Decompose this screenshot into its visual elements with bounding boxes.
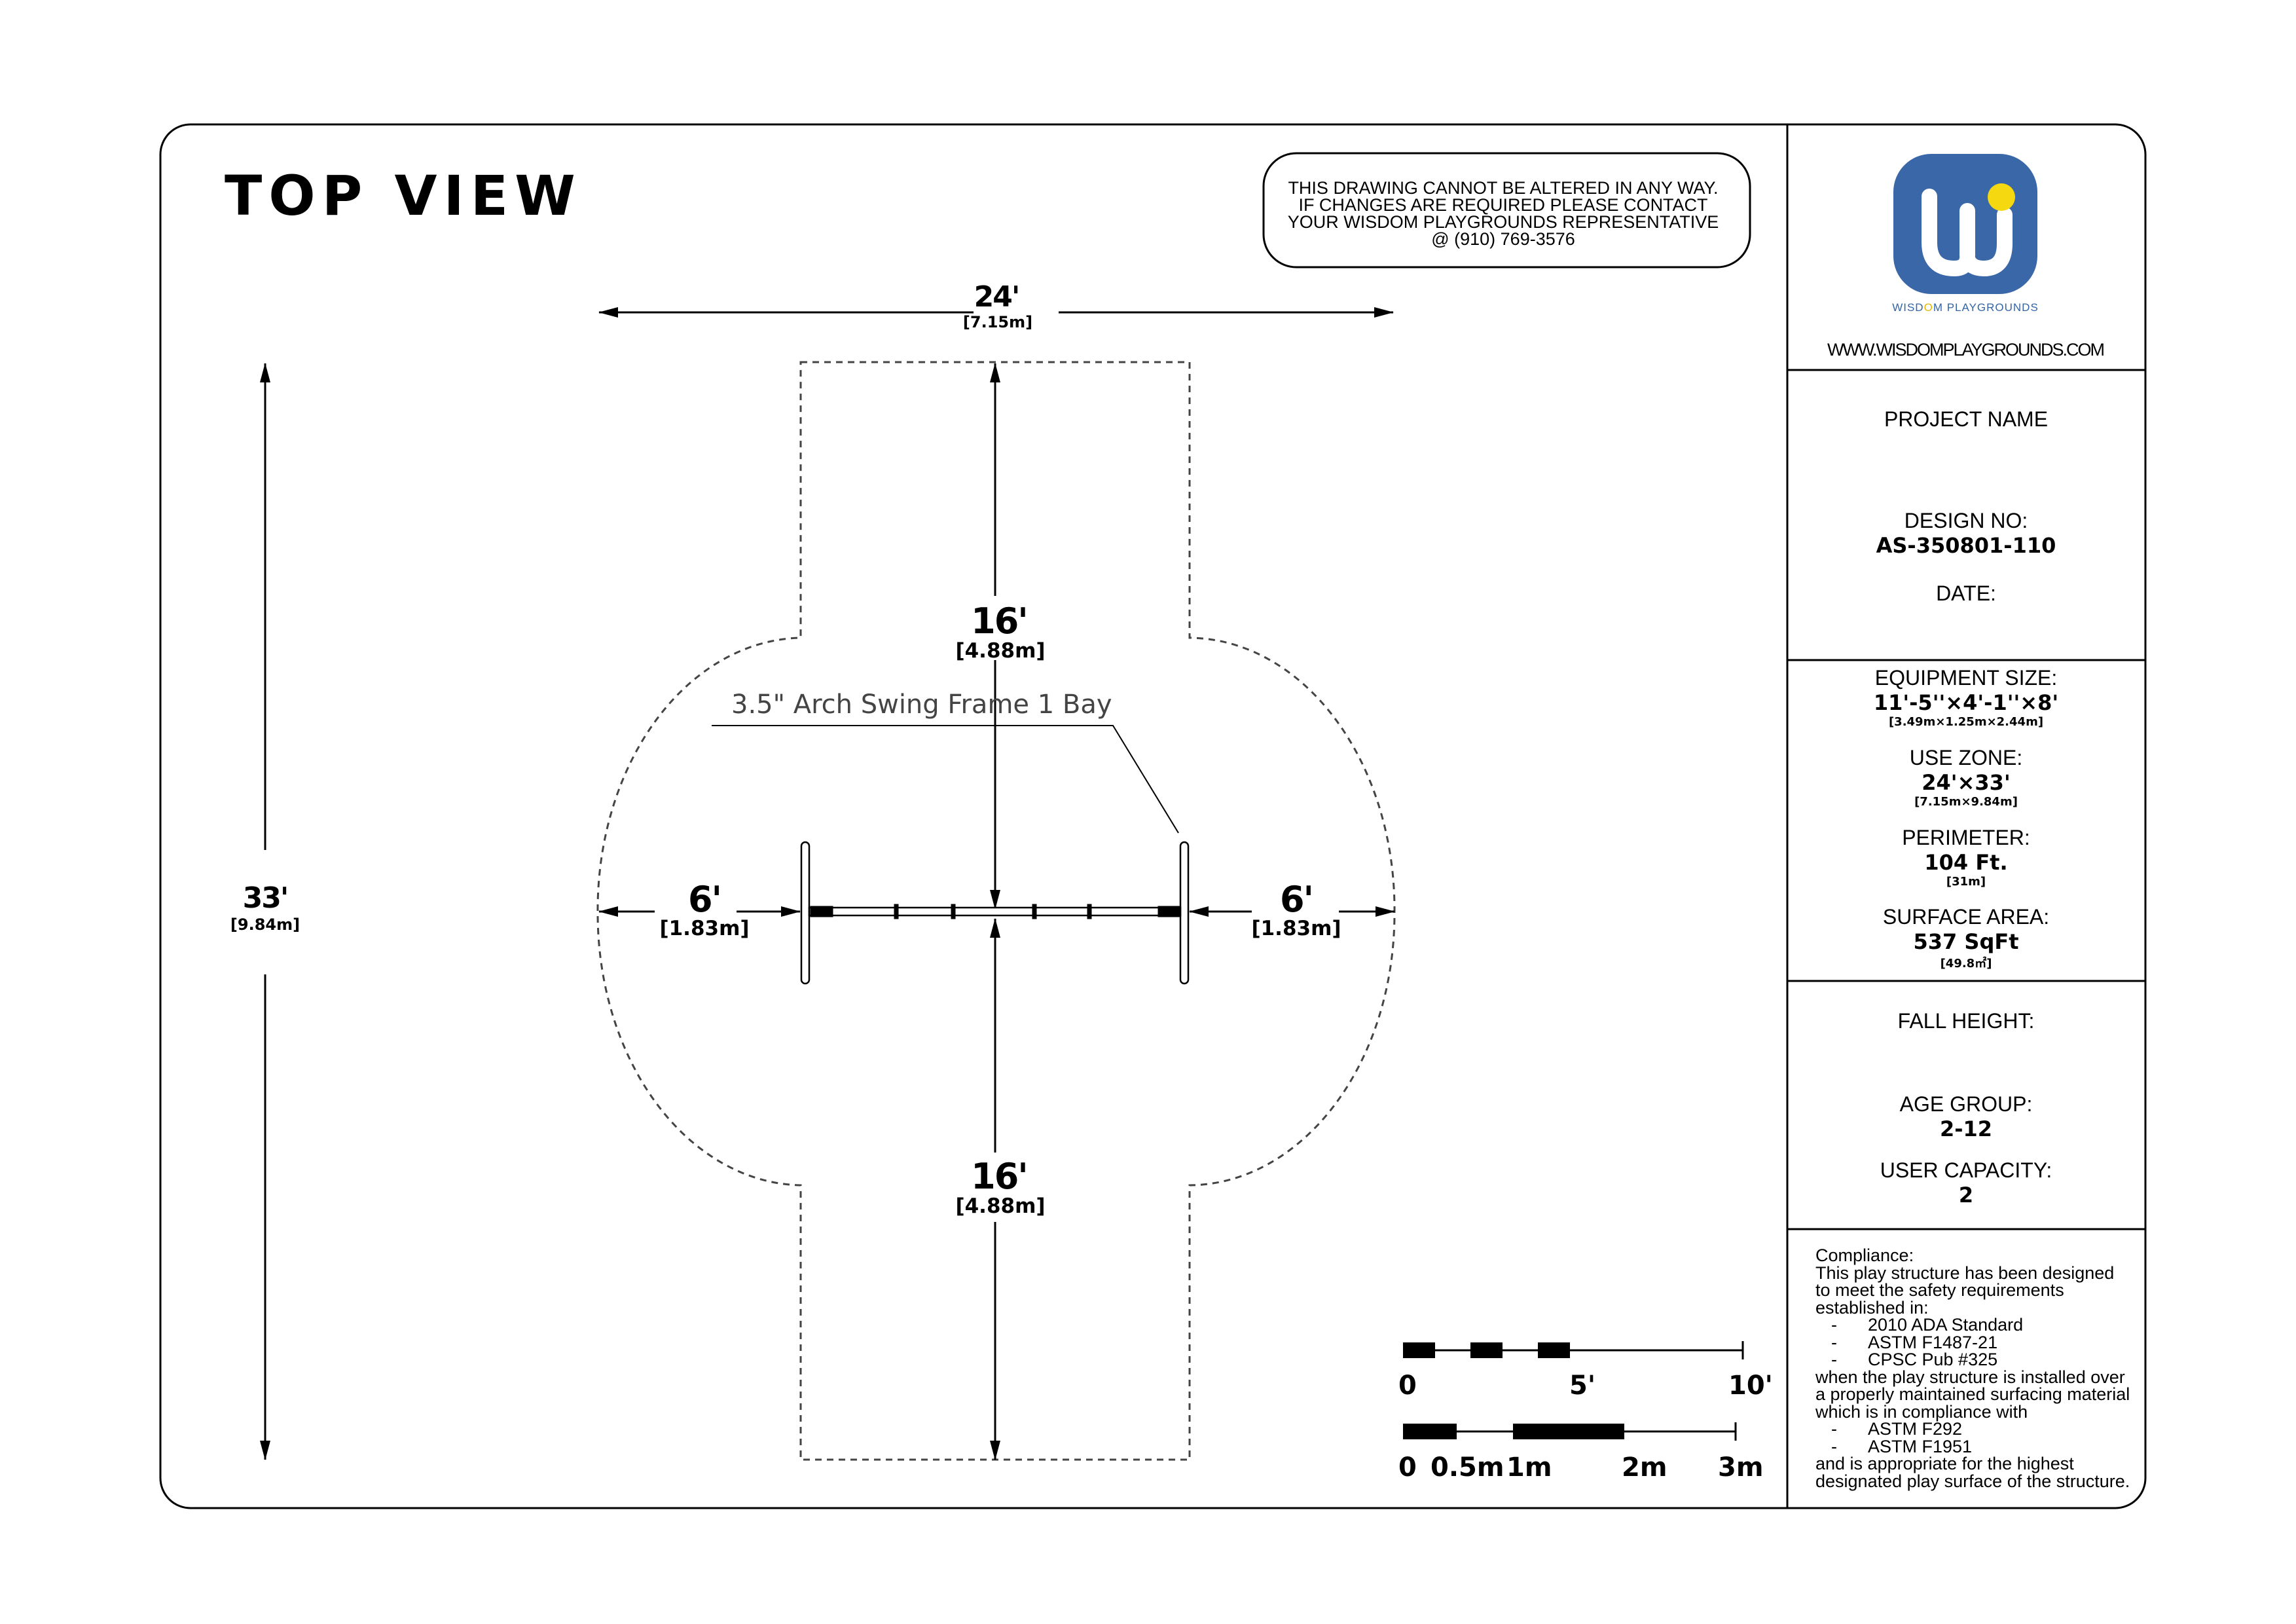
wisdom-logo xyxy=(1893,154,2037,294)
compliance-standard-item: -2010 ADA Standard xyxy=(1831,1315,2024,1335)
swing-frame xyxy=(800,841,1190,985)
compliance-standard-item: -ASTM F1951 xyxy=(1831,1436,1973,1456)
right-clearance-m: [1.83m] xyxy=(1251,917,1341,940)
use-zone-outline xyxy=(596,361,1396,1461)
metric-scale-label-0-5: 0.5m xyxy=(1430,1452,1504,1483)
length-m-label: [9.84m] xyxy=(230,915,301,934)
swing-hanger-2 xyxy=(951,904,956,919)
notice-line-3: YOUR WISDOM PLAYGROUNDS REPRESENTATIVE xyxy=(1287,212,1719,232)
surface-area-metric: [49.8㎡] xyxy=(1940,957,1992,970)
compliance-standard-item: -CPSC Pub #325 xyxy=(1831,1350,1998,1369)
age-group-value: 2-12 xyxy=(1939,1116,1993,1141)
swing-frame-leg-left xyxy=(800,841,811,985)
right-clearance-ft: 6' xyxy=(1279,879,1314,920)
compliance-standard-item: -ASTM F1487-21 xyxy=(1831,1332,1998,1352)
compliance-intro-line: established in: xyxy=(1815,1297,1929,1318)
surface-area-label: SURFACE AREA: xyxy=(1882,905,2050,929)
top-clearance-m: [4.88m] xyxy=(955,639,1046,663)
swing-frame-bracket-left xyxy=(810,906,833,917)
design-no-label: DESIGN NO: xyxy=(1904,509,2028,532)
swing-hanger-3 xyxy=(1032,904,1037,919)
compliance-heading: Compliance: xyxy=(1815,1246,1914,1265)
compliance-middle-line: which is in compliance with xyxy=(1815,1401,2028,1422)
callout-leader xyxy=(712,725,1179,834)
swing-frame-beam xyxy=(808,906,1182,917)
equipment-size-metric: [3.49m×1.25m×2.44m] xyxy=(1888,715,2044,729)
date-label: DATE: xyxy=(1936,581,1996,605)
notice-line-2: IF CHANGES ARE REQUIRED PLEASE CONTACT xyxy=(1298,195,1708,215)
metric-scale-label-0: 0 xyxy=(1398,1452,1417,1483)
top-clearance-ft: 16' xyxy=(971,600,1029,642)
compliance-closing-line: designated play surface of the structure… xyxy=(1815,1471,2130,1491)
swing-frame-bracket-right xyxy=(1157,906,1181,917)
left-clearance-m: [1.83m] xyxy=(659,917,750,940)
fall-height-label: FALL HEIGHT: xyxy=(1897,1009,2035,1033)
imperial-scale-bar xyxy=(1403,1341,1744,1359)
brand-url: WWW.WISDOMPLAYGROUNDS.COM xyxy=(1827,340,2105,360)
compliance-intro-line: to meet the safety requirements xyxy=(1815,1280,2064,1300)
use-zone-metric: [7.15m×9.84m] xyxy=(1914,795,2018,809)
age-group-label: AGE GROUP: xyxy=(1899,1092,2033,1116)
use-zone-label: USE ZONE: xyxy=(1909,746,2023,769)
length-ft-label: 33' xyxy=(242,881,289,915)
perimeter-label: PERIMETER: xyxy=(1902,826,2030,849)
compliance-intro-line: This play structure has been designed xyxy=(1815,1263,2115,1283)
width-ft-label: 24' xyxy=(974,280,1021,314)
bottom-clearance-m: [4.88m] xyxy=(955,1194,1046,1218)
notice-line-4: @ (910) 769-3576 xyxy=(1431,229,1575,249)
standard-label: ASTM F292 xyxy=(1868,1419,1963,1439)
bottom-clearance-ft: 16' xyxy=(971,1156,1029,1197)
metric-scale-label-1: 1m xyxy=(1506,1452,1552,1483)
project-name-label: PROJECT NAME xyxy=(1884,407,2049,431)
user-capacity-label: USER CAPACITY: xyxy=(1880,1158,2052,1182)
compliance-closing-line: and is appropriate for the highest xyxy=(1815,1454,2074,1473)
imperial-scale-label-5: 5' xyxy=(1569,1371,1596,1401)
standard-label: CPSC Pub #325 xyxy=(1868,1350,1998,1369)
logo-dot xyxy=(1988,183,2015,211)
swing-hanger-4 xyxy=(1087,904,1092,919)
metric-scale-bar xyxy=(1403,1422,1737,1441)
swing-frame-leg-right xyxy=(1179,841,1190,985)
equipment-size-value: 11'-5''×4'-1''×8' xyxy=(1873,690,2059,715)
brand-name: WISDOM PLAYGROUNDS xyxy=(1892,301,2039,314)
compliance-notes: Compliance: This play structure has been… xyxy=(1815,1247,2130,1490)
alteration-notice: THIS DRAWING CANNOT BE ALTERED IN ANY WA… xyxy=(1288,179,1719,248)
user-capacity-value: 2 xyxy=(1958,1183,1974,1208)
use-zone-value: 24'×33' xyxy=(1922,770,2011,795)
swing-hanger-1 xyxy=(894,904,899,919)
imperial-scale-label-10: 10' xyxy=(1728,1371,1773,1401)
notice-line-1: THIS DRAWING CANNOT BE ALTERED IN ANY WA… xyxy=(1288,178,1719,198)
standard-label: ASTM F1487-21 xyxy=(1868,1332,1998,1352)
compliance-standard-item: -ASTM F292 xyxy=(1831,1419,1963,1439)
sheet-border xyxy=(159,123,2147,1509)
width-m-label: [7.15m] xyxy=(962,313,1033,331)
design-no-value: AS-350801-110 xyxy=(1876,533,2056,558)
compliance-middle-line: a properly maintained surfacing material xyxy=(1815,1384,2130,1404)
view-title: TOP VIEW xyxy=(225,164,582,228)
notice-box xyxy=(1262,152,1751,268)
metric-scale-label-3: 3m xyxy=(1718,1452,1764,1483)
perimeter-metric: [31m] xyxy=(1946,875,1986,889)
compliance-middle-line: when the play structure is installed ove… xyxy=(1815,1367,2125,1387)
equipment-callout: 3.5" Arch Swing Frame 1 Bay xyxy=(731,690,1112,720)
standard-label: 2010 ADA Standard xyxy=(1868,1315,2024,1335)
left-clearance-ft: 6' xyxy=(687,879,722,920)
metric-scale-label-2: 2m xyxy=(1622,1452,1667,1483)
perimeter-value: 104 Ft. xyxy=(1924,850,2008,875)
equipment-size-label: EQUIPMENT SIZE: xyxy=(1874,666,2058,690)
imperial-scale-label-0: 0 xyxy=(1398,1371,1417,1401)
surface-area-value: 537 SqFt xyxy=(1913,929,2019,954)
standard-label: ASTM F1951 xyxy=(1868,1436,1973,1456)
